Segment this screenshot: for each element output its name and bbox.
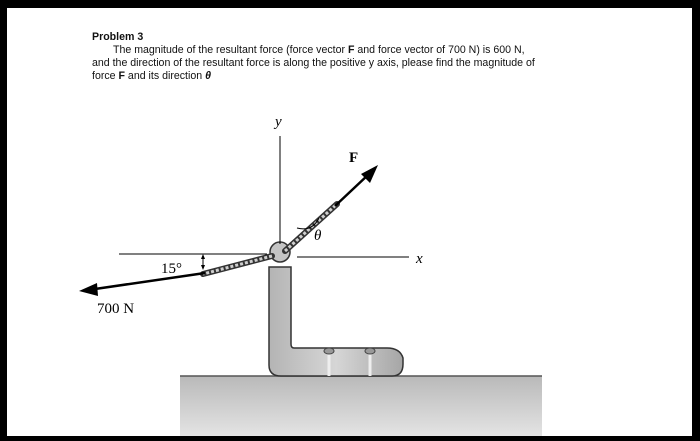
theta-arc — [296, 217, 320, 230]
force-f-label: F — [349, 150, 358, 166]
force-700n-label: 700 N — [97, 301, 134, 317]
line3-theta: θ — [205, 70, 211, 82]
cable-700n — [200, 253, 275, 277]
line1-text-b: and force vector of 700 N) is 600 N, — [354, 44, 525, 56]
problem-line-1: The magnitude of the resultant force (fo… — [92, 44, 632, 57]
problem-line-2: and the direction of the resultant force… — [92, 57, 535, 69]
y-axis-label: y — [273, 114, 282, 130]
force-diagram: y x F θ 15° 700 N — [79, 114, 542, 436]
theta-label: θ — [314, 228, 322, 244]
angle-15-label: 15° — [161, 261, 182, 277]
angle-15-marker — [201, 254, 205, 270]
problem-page: Problem 3 The magnitude of the resultant… — [7, 8, 692, 436]
force-700n-arrow — [79, 271, 206, 296]
line1-text-a: The magnitude of the resultant force (fo… — [113, 44, 348, 56]
line3-force-f: F — [118, 70, 125, 82]
problem-title: Problem 3 — [92, 31, 144, 43]
ground — [180, 375, 542, 436]
problem-statement: Problem 3 The magnitude of the resultant… — [92, 31, 632, 83]
force-f-arrow — [334, 165, 378, 207]
bracket-post — [268, 241, 404, 377]
line1-force-f: F — [347, 44, 355, 56]
x-axis-label: x — [415, 251, 423, 267]
problem-line-3: force F and its direction θ — [92, 70, 632, 83]
line3-text-force: force — [92, 70, 119, 82]
line3-text-and: and its direction — [124, 70, 206, 82]
